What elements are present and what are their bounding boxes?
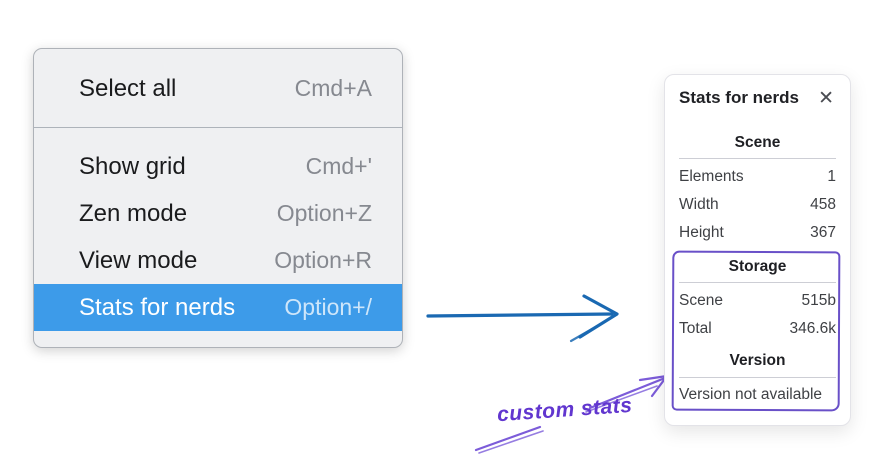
version-section-heading: Version bbox=[729, 352, 786, 369]
stat-label: Scene bbox=[679, 292, 723, 309]
stat-row-elements: Elements 1 bbox=[679, 163, 836, 191]
menu-item-zen-mode[interactable]: Zen mode Option+Z bbox=[34, 190, 402, 237]
stat-label: Width bbox=[679, 196, 719, 213]
stat-row-scene-size: Scene 515b bbox=[679, 287, 836, 315]
menu-item-shortcut: Cmd+' bbox=[305, 153, 372, 179]
close-icon[interactable]: ✕ bbox=[818, 87, 834, 109]
stat-label: Elements bbox=[679, 168, 744, 185]
stat-value: 346.6k bbox=[789, 320, 836, 337]
stat-label: Height bbox=[679, 224, 724, 241]
version-note: Version not available bbox=[679, 386, 823, 403]
menu-item-label: Show grid bbox=[79, 152, 186, 180]
section-divider bbox=[679, 377, 836, 378]
storage-section-heading: Storage bbox=[728, 258, 787, 275]
menu-item-stats-for-nerds[interactable]: Stats for nerds Option+/ bbox=[34, 284, 402, 331]
stat-row-height: Height 367 bbox=[679, 219, 836, 247]
menu-item-view-mode[interactable]: View mode Option+R bbox=[34, 237, 402, 284]
stats-panel: Stats for nerds ✕ Scene Elements 1 Width… bbox=[664, 74, 851, 426]
menu-item-select-all[interactable]: Select all Cmd+A bbox=[34, 65, 402, 112]
stats-panel-header: Stats for nerds ✕ bbox=[679, 86, 836, 110]
menu-item-label: View mode bbox=[79, 246, 198, 274]
stat-label: Total bbox=[679, 320, 712, 337]
menu-divider bbox=[34, 127, 402, 128]
menu-item-label: Select all bbox=[79, 74, 177, 102]
stat-row-width: Width 458 bbox=[679, 191, 836, 219]
stat-value: 458 bbox=[810, 196, 836, 213]
menu-item-show-grid[interactable]: Show grid Cmd+' bbox=[34, 143, 402, 190]
menu-item-shortcut: Cmd+A bbox=[294, 75, 372, 101]
storage-stat-rows: Scene 515b Total 346.6k bbox=[679, 287, 836, 343]
scene-section-heading: Scene bbox=[734, 134, 781, 151]
menu-item-shortcut: Option+R bbox=[274, 247, 372, 273]
stat-value: 515b bbox=[801, 292, 836, 309]
scene-stat-rows: Elements 1 Width 458 Height 367 bbox=[679, 163, 836, 247]
stat-value: 1 bbox=[827, 168, 836, 185]
stat-value: 367 bbox=[810, 224, 836, 241]
custom-stats-label: custom stats bbox=[496, 393, 634, 427]
menu-item-shortcut: Option+Z bbox=[276, 200, 372, 226]
menu-item-label: Zen mode bbox=[79, 199, 188, 227]
context-menu: Select all Cmd+A Show grid Cmd+' Zen mod… bbox=[33, 48, 403, 348]
menu-to-panel-arrow bbox=[426, 294, 619, 343]
menu-item-shortcut: Option+/ bbox=[284, 294, 372, 320]
stat-row-total-size: Total 346.6k bbox=[679, 315, 836, 343]
menu-item-label: Stats for nerds bbox=[79, 293, 236, 321]
section-divider bbox=[679, 282, 836, 283]
stats-panel-title: Stats for nerds bbox=[679, 88, 799, 107]
custom-stats-arrow bbox=[474, 374, 669, 454]
section-divider bbox=[679, 158, 836, 159]
